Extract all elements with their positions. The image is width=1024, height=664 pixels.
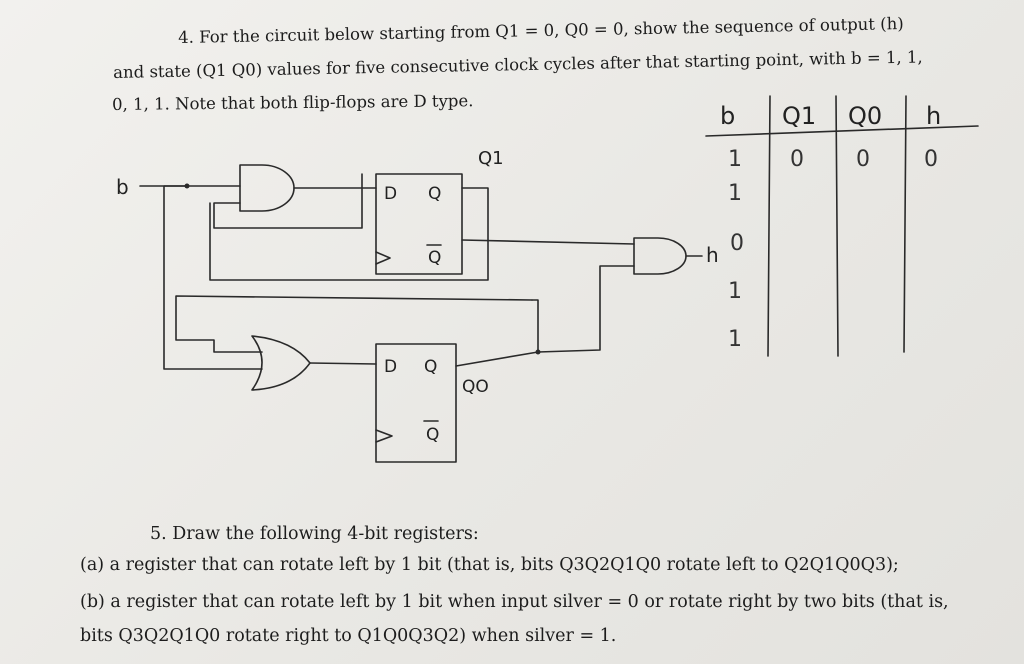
cell-r1-q1: 0 bbox=[790, 147, 804, 172]
flip-flop-q0: D Q Q bbox=[375, 343, 457, 463]
and-gate-top bbox=[239, 164, 295, 212]
table-header-q0: Q0 bbox=[848, 102, 882, 130]
problem5-part-b-line2: bits Q3Q2Q1Q0 rotate right to Q1Q0Q3Q2) … bbox=[80, 626, 617, 646]
cell-r4-b: 1 bbox=[728, 279, 742, 304]
q0-label: QO bbox=[462, 377, 489, 397]
cell-r5-b: 1 bbox=[728, 327, 742, 352]
ff1-d-label: D bbox=[384, 184, 397, 204]
and-gate-output bbox=[633, 237, 687, 275]
input-b-label: b bbox=[116, 175, 129, 199]
cell-r1-q0: 0 bbox=[856, 147, 870, 172]
table-header-b: b bbox=[720, 102, 735, 130]
problem5-part-b-line1: (b) a register that can rotate left by 1… bbox=[80, 592, 949, 612]
flip-flop-q1: D Q Q bbox=[375, 173, 463, 275]
ff1-q-label: Q bbox=[428, 184, 441, 204]
cell-r3-b: 0 bbox=[730, 231, 744, 256]
ff0-d-label: D bbox=[384, 357, 397, 377]
problem5-title: 5. Draw the following 4-bit registers: bbox=[150, 524, 479, 544]
table-header-q1: Q1 bbox=[782, 102, 816, 130]
state-table: b Q1 Q0 h 1 0 0 0 1 0 1 1 bbox=[705, 95, 979, 357]
ff0-q-label: Q bbox=[424, 357, 437, 377]
or-gate bbox=[251, 335, 311, 391]
ff0-qbar-label: Q bbox=[426, 425, 439, 445]
cell-r2-b: 1 bbox=[728, 181, 742, 206]
q1-label: Q1 bbox=[478, 148, 504, 169]
cell-r1-h: 0 bbox=[924, 147, 938, 172]
output-h-label: h bbox=[706, 243, 719, 267]
table-header-h: h bbox=[926, 102, 941, 130]
cell-r1-b: 1 bbox=[728, 147, 742, 172]
ff1-qbar-label: Q bbox=[428, 248, 441, 268]
problem5-part-a: (a) a register that can rotate left by 1… bbox=[80, 555, 899, 575]
